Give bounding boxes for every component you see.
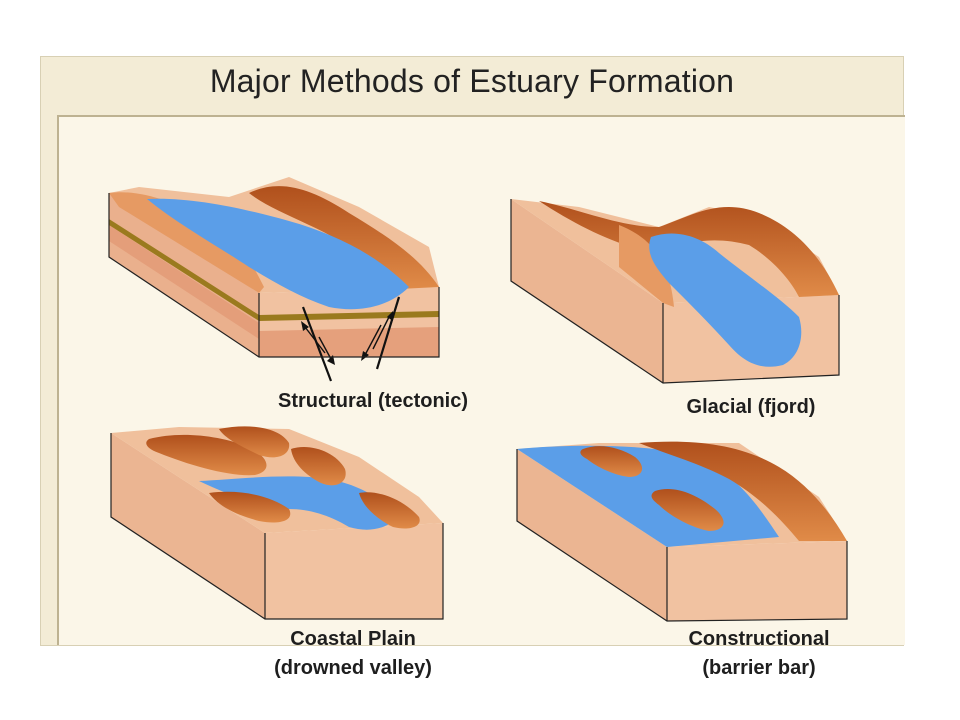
caption-coastal-plain: Coastal Plain (drowned valley): [223, 625, 483, 683]
structural-stripe: [109, 219, 259, 321]
constructional-block: [516, 441, 848, 622]
coastal-hill-2: [219, 426, 290, 458]
structural-block: [108, 177, 440, 382]
block-diagrams: [108, 177, 848, 622]
structural-layer-mid: [109, 225, 259, 339]
glacial-water: [649, 233, 802, 367]
glacial-ridge: [539, 201, 839, 297]
constructional-mainland-ridge: [639, 441, 847, 541]
diagram-figure: Major Methods of Estuary Formation: [40, 56, 905, 679]
coastal-left-face: [111, 433, 265, 619]
caption-glacial: Glacial (fjord): [631, 393, 871, 422]
caption-coastal-plain-line-2: (drowned valley): [274, 657, 432, 679]
caption-structural-line-1: Structural (tectonic): [277, 390, 469, 412]
structural-arrow-3: [372, 316, 390, 350]
coastal-front-face: [265, 523, 443, 619]
structural-water: [147, 198, 409, 310]
structural-arrowhead-4: [361, 351, 369, 361]
constructional-front-face: [667, 541, 847, 621]
coastal-water: [199, 476, 399, 530]
caption-coastal-plain-line-1: Coastal Plain: [290, 628, 416, 650]
constructional-left-face: [517, 449, 667, 621]
coastal-hill-5: [359, 492, 420, 529]
caption-glacial-line-1: Glacial (fjord): [686, 396, 816, 418]
glacial-block: [510, 199, 840, 384]
structural-arrow-1: [304, 326, 326, 354]
constructional-bar-1: [580, 446, 643, 477]
diagram-panel: Structural (tectonic) Glacial (fjord) Co…: [57, 115, 905, 679]
structural-left-slope: [109, 192, 264, 293]
glacial-left-face: [511, 199, 663, 383]
coastal-hill-4: [209, 491, 291, 523]
diagram-title: Major Methods of Estuary Formation: [209, 63, 735, 99]
structural-arrowhead-1: [301, 321, 309, 331]
caption-constructional-line-1: Constructional: [688, 628, 830, 650]
structural-front-lower: [259, 327, 439, 357]
caption-constructional-line-2: (barrier bar): [702, 657, 816, 679]
coastal-plain-block: [110, 426, 444, 620]
caption-structural: Structural (tectonic): [223, 387, 523, 416]
structural-ridge: [249, 186, 439, 289]
structural-arrowhead-3: [387, 311, 393, 321]
caption-constructional: Constructional (barrier bar): [639, 625, 879, 683]
coastal-hill-1: [146, 434, 267, 476]
coastal-hill-3: [291, 447, 346, 486]
structural-arrow-2: [318, 336, 332, 360]
structural-fault-left: [301, 306, 333, 382]
constructional-bar-2: [651, 489, 724, 531]
glacial-left-slope: [619, 225, 674, 307]
structural-arrow-4: [364, 324, 382, 356]
